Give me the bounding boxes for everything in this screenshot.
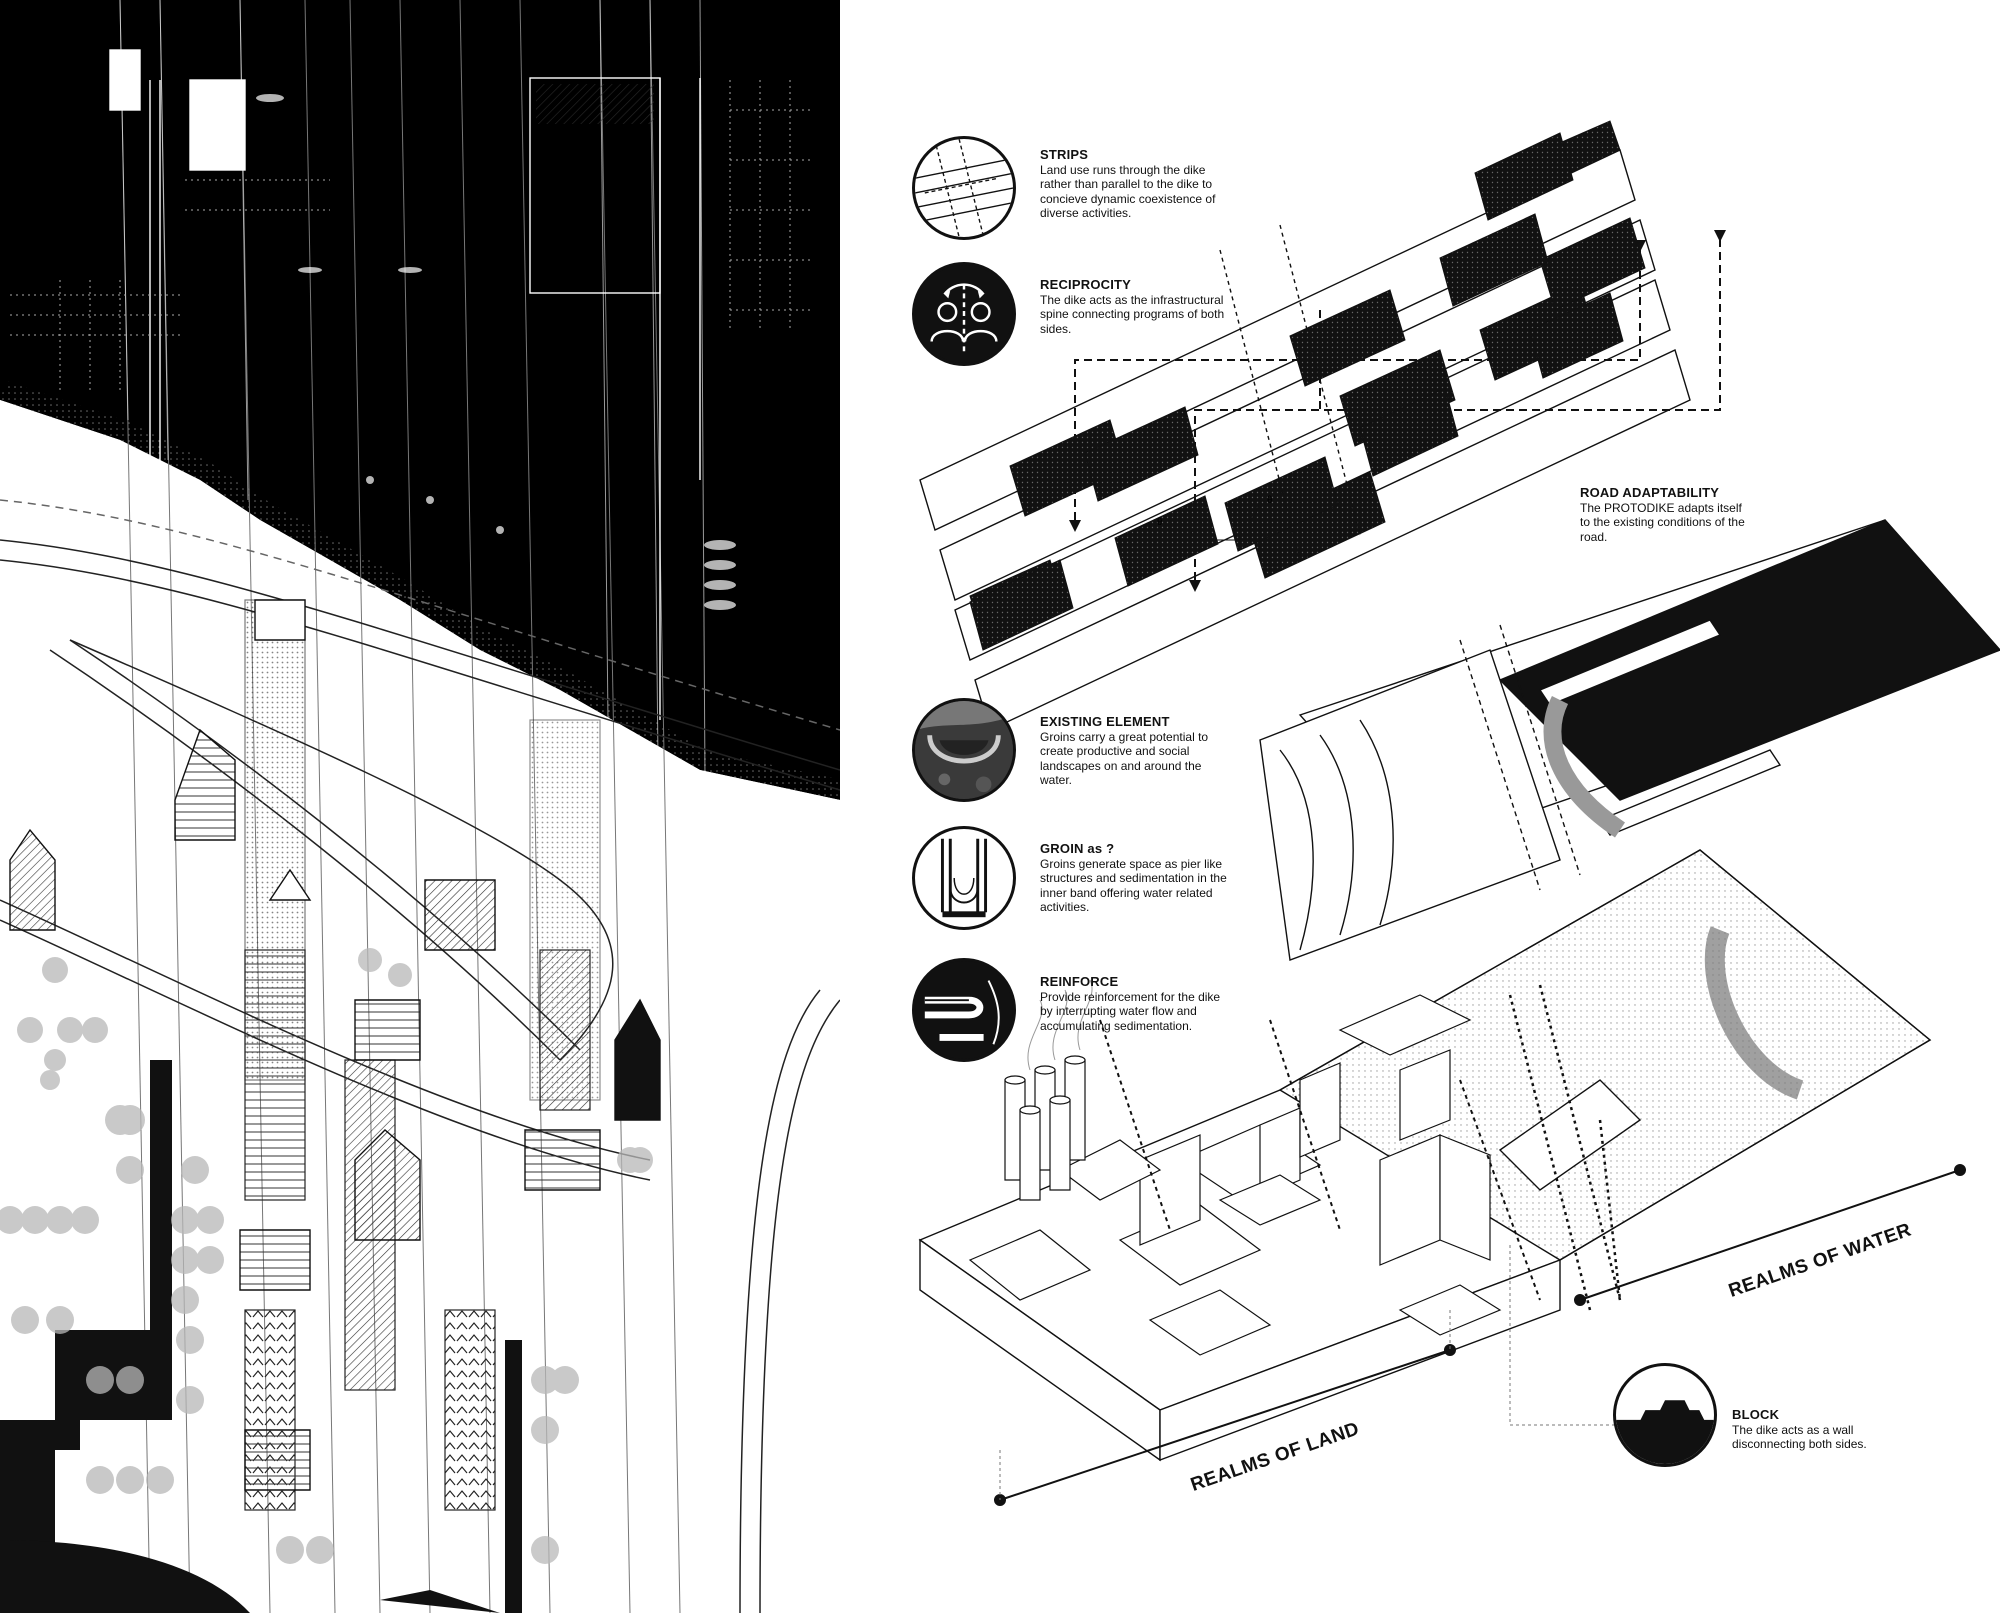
water-body xyxy=(0,0,840,800)
legend-groin: GROIN as ? Groins generate space as pier… xyxy=(1040,841,1230,915)
groin-diagram xyxy=(1259,519,2000,961)
legend-block-body: The dike acts as a wall disconnecting bo… xyxy=(1732,1422,1867,1452)
reinforce-icon xyxy=(912,958,1016,1062)
legend-strips-body: Land use runs through the dike rather th… xyxy=(1040,162,1216,221)
legend-reciprocity: RECIPROCITY The dike acts as the infrast… xyxy=(1040,277,1230,336)
legend-groin-body: Groins generate space as pier like struc… xyxy=(1040,856,1227,915)
aerial-photo-icon xyxy=(912,698,1016,802)
axonometric-diagrams: θ θ xyxy=(918,120,2000,1506)
strips-icon xyxy=(912,136,1016,240)
legend-reinforce: REINFORCE Provide reinforcement for the … xyxy=(1040,974,1230,1033)
legend-existing-element-title: EXISTING ELEMENT xyxy=(1040,714,1170,729)
legend-existing-element-body: Groins carry a great potential to create… xyxy=(1040,729,1209,788)
legend-groin-title: GROIN as ? xyxy=(1040,841,1115,856)
two-faces-icon xyxy=(912,262,1016,366)
angle-symbol-left: θ xyxy=(1157,516,1162,528)
legend-reinforce-body: Provide reinforcement for the dike by in… xyxy=(1040,989,1221,1033)
legend-reinforce-title: REINFORCE xyxy=(1040,974,1119,989)
legend-existing-element: EXISTING ELEMENT Groins carry a great po… xyxy=(1040,714,1230,788)
legend-road-adaptability-title: ROAD ADAPTABILITY xyxy=(1580,485,1720,500)
legend-block: BLOCK The dike acts as a wall disconnect… xyxy=(1732,1407,1872,1452)
legend-strips-title: STRIPS xyxy=(1040,147,1089,162)
site-plan xyxy=(0,0,840,1613)
legend-strips: STRIPS Land use runs through the dike ra… xyxy=(1040,147,1230,221)
legend-reciprocity-title: RECIPROCITY xyxy=(1040,277,1132,292)
groin-icon xyxy=(912,826,1016,930)
angle-symbol-right: θ xyxy=(1267,494,1272,506)
legend-reciprocity-body: The dike acts as the infrastructural spi… xyxy=(1040,292,1225,336)
legend-road-adaptability: ROAD ADAPTABILITY The PROTODIKE adapts i… xyxy=(1580,485,1755,544)
canal xyxy=(0,1060,172,1613)
legend-road-adaptability-body: The PROTODIKE adapts itself to the exist… xyxy=(1580,500,1745,544)
block-icon xyxy=(1613,1363,1717,1467)
legend-block-title: BLOCK xyxy=(1732,1407,1780,1422)
